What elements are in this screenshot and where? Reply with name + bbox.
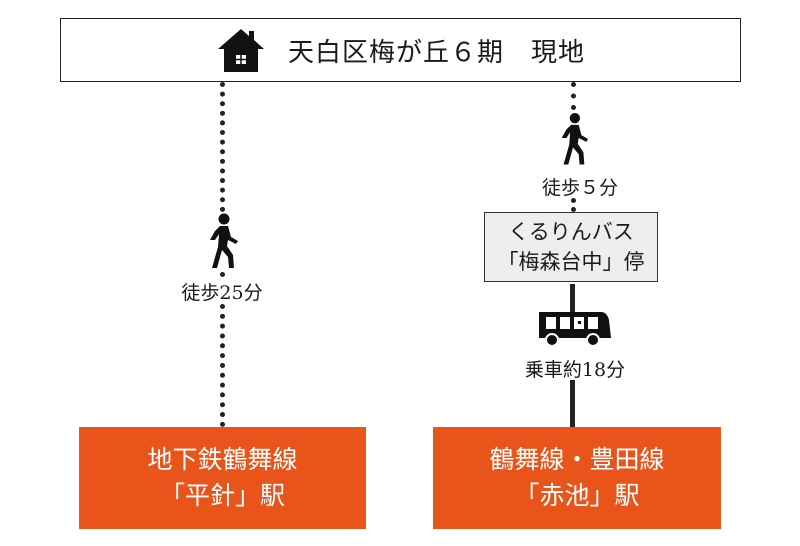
akaike-station-box: 鶴舞線・豊田線 「赤池」駅 <box>433 427 721 529</box>
right-walk-label: 徒歩５分 <box>541 177 618 199</box>
left-route-line-mid <box>220 272 225 280</box>
destination-box: 天白区梅が丘６期 現地 <box>60 18 741 82</box>
bus-stop-box: くるりんバス 「梅森台中」停 <box>484 212 658 282</box>
left-route-line-upper <box>220 82 225 212</box>
station-line-name: 地下鉄鶴舞線 <box>147 445 298 474</box>
station-name: 「平針」駅 <box>159 481 285 510</box>
hirabari-station-box: 地下鉄鶴舞線 「平針」駅 <box>79 427 366 529</box>
bus-stop-name: 「梅森台中」停 <box>497 250 645 274</box>
bus-route-line <box>570 284 575 312</box>
house-icon <box>217 29 264 72</box>
destination-title: 天白区梅が丘６期 現地 <box>287 37 585 68</box>
right-route-line-upper <box>571 198 576 212</box>
left-route-line-lower <box>220 304 225 427</box>
station-name: 「赤池」駅 <box>514 481 640 510</box>
right-route-line-top <box>571 82 576 110</box>
walking-person-icon <box>210 213 238 268</box>
bus-ride-label: 乗車約18分 <box>524 359 626 381</box>
left-walk-label: 徒歩25分 <box>181 282 263 304</box>
walking-person-icon <box>561 113 589 165</box>
bus-icon <box>539 312 611 347</box>
bus-route-line-lower <box>570 380 575 427</box>
bus-line-name: くるりんバス <box>508 220 634 244</box>
station-line-name: 鶴舞線・豊田線 <box>489 445 665 474</box>
